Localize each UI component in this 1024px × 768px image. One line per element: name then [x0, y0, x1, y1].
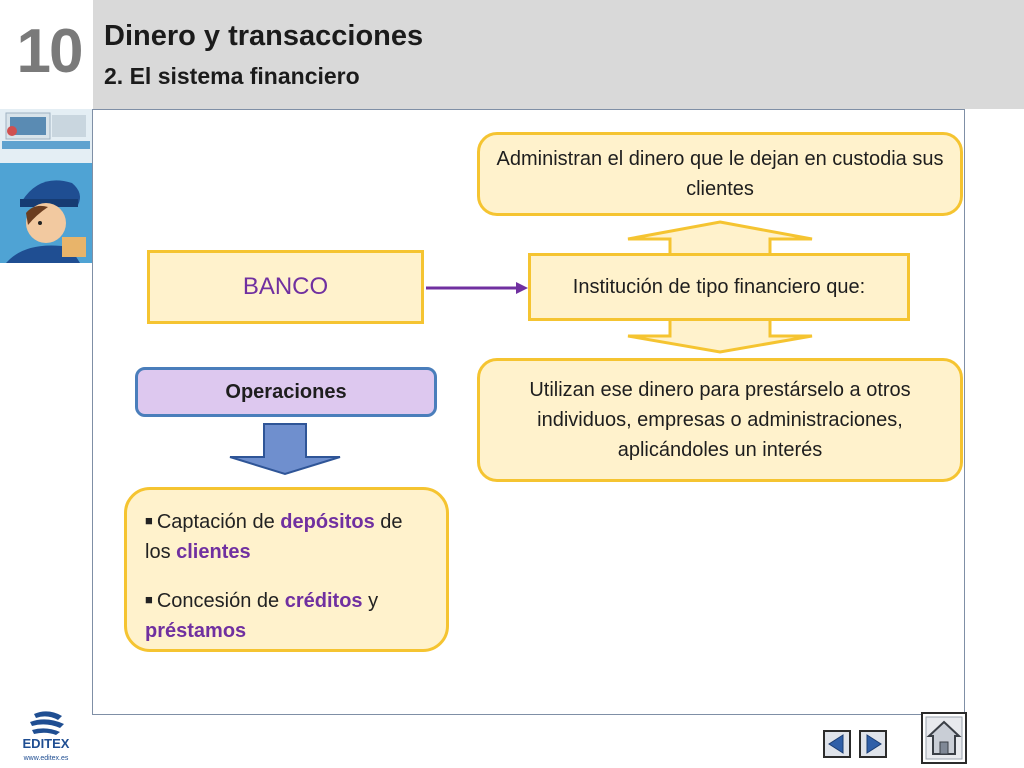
square-bullet-icon: ■ [145, 592, 153, 607]
list-item: ■Concesión de créditos y préstamos [145, 585, 428, 646]
unit-number: 10 [16, 17, 84, 86]
banco-label: BANCO [242, 273, 329, 300]
administran-text: Administran el dinero que le dejan en cu… [496, 148, 944, 200]
triangle-left-icon [823, 730, 851, 758]
triangle-right-icon [859, 730, 887, 758]
home-button[interactable] [921, 712, 967, 768]
operaciones-label: Operaciones [225, 380, 347, 403]
institucion-text: Institución de tipo financiero que: [572, 275, 866, 298]
editex-url: www.editex.es [23, 755, 69, 762]
highlight-term: clientes [176, 541, 251, 563]
list-item: ■Captación de depósitos de los clientes [145, 506, 428, 567]
list-text: Concesión de [156, 590, 285, 612]
square-bullet-icon: ■ [145, 513, 153, 528]
previous-button[interactable] [823, 730, 851, 763]
banco-connector-arrowhead [516, 282, 528, 294]
list-text: de los [145, 511, 403, 563]
highlight-term: depósitos [280, 511, 375, 533]
operations-list-box: ■Captación de depósitos de los clientes … [124, 487, 449, 652]
editex-logo: EDITEX www.editex.es [14, 708, 78, 764]
header-band [93, 0, 1024, 109]
institucion-box: Institución de tipo financiero que: [528, 253, 910, 321]
page-subtitle: 2. El sistema financiero [104, 63, 360, 89]
banco-box: BANCO [147, 250, 424, 324]
administran-box: Administran el dinero que le dejan en cu… [477, 132, 963, 216]
home-icon [921, 712, 967, 764]
next-button[interactable] [859, 730, 887, 763]
side-illustration [0, 109, 92, 263]
highlight-term: créditos [284, 590, 363, 612]
utilizan-text: Utilizan ese dinero para prestárselo a o… [529, 379, 911, 461]
operaciones-box: Operaciones [135, 367, 437, 417]
highlight-term: préstamos [145, 620, 247, 642]
list-text: y [362, 590, 379, 612]
utilizan-box: Utilizan ese dinero para prestárselo a o… [477, 358, 963, 482]
page-title: Dinero y transacciones [104, 20, 424, 52]
editex-brand: EDITEX [23, 736, 70, 751]
down-arrow-shape [229, 423, 341, 476]
list-text: Captación de [156, 511, 281, 533]
